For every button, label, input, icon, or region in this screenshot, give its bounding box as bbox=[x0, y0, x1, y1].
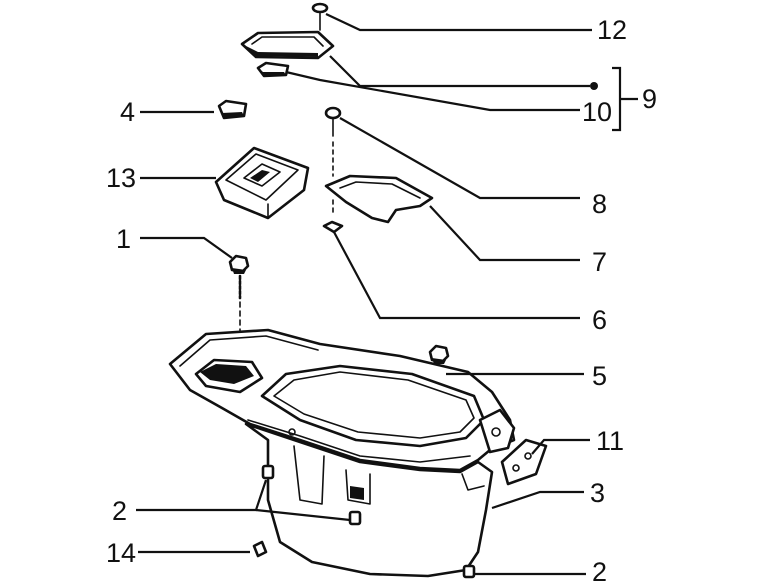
callout-2-lower: 2 bbox=[592, 557, 607, 582]
callout-9: 9 bbox=[642, 84, 657, 114]
callout-labels: 12 9 10 4 13 8 1 7 6 5 11 2 3 14 2 bbox=[106, 15, 657, 582]
leader-2a bbox=[136, 479, 268, 512]
part-7-cover bbox=[324, 174, 434, 224]
callout-1: 1 bbox=[116, 224, 131, 254]
leader-7 bbox=[429, 205, 580, 262]
part-2-clip-upper bbox=[261, 464, 275, 480]
callout-4: 4 bbox=[120, 97, 135, 127]
callout-11: 11 bbox=[596, 426, 624, 456]
callout-13: 13 bbox=[106, 163, 136, 193]
leader-12 bbox=[325, 13, 592, 32]
callout-5: 5 bbox=[592, 361, 607, 391]
leader-6 bbox=[333, 231, 580, 320]
callout-7: 7 bbox=[592, 247, 607, 277]
leader-3 bbox=[491, 490, 584, 510]
leader-9-dot bbox=[329, 55, 590, 88]
part-4-pad bbox=[217, 99, 248, 120]
part-2-clip-bottom bbox=[462, 564, 476, 579]
callout-8: 8 bbox=[592, 189, 607, 219]
leader-9-dot-marker bbox=[590, 82, 598, 90]
leader-10 bbox=[285, 70, 580, 112]
part-3-compartment bbox=[168, 328, 516, 578]
part-6-clip bbox=[322, 220, 344, 234]
leader-1 bbox=[140, 236, 233, 259]
part-13-tray bbox=[214, 146, 310, 220]
part-8-screw bbox=[324, 106, 342, 177]
callout-2-upper: 2 bbox=[112, 496, 127, 526]
callout-10: 10 bbox=[582, 97, 612, 127]
part-2-clip-lower bbox=[348, 510, 362, 526]
callout-14: 14 bbox=[106, 538, 136, 568]
leader-8 bbox=[339, 117, 580, 200]
bracket-9 bbox=[612, 66, 622, 132]
leader-lines bbox=[136, 13, 638, 576]
callout-12: 12 bbox=[597, 15, 627, 45]
part-10-pad bbox=[256, 61, 290, 78]
part-9-lid bbox=[240, 30, 335, 60]
callout-6: 6 bbox=[592, 305, 607, 335]
leader-11 bbox=[531, 438, 590, 455]
part-14-clip bbox=[252, 540, 268, 558]
callout-3: 3 bbox=[590, 478, 605, 508]
leader-2a-b bbox=[255, 508, 351, 522]
